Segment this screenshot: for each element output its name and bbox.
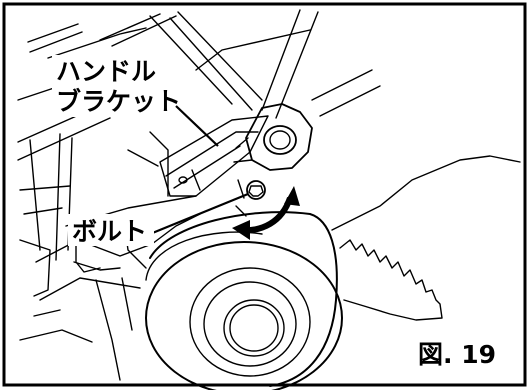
figure-border [2, 2, 527, 387]
label-bolt: ボルト [68, 214, 154, 246]
label-handle-bracket-line1: ハンドル [56, 57, 156, 86]
label-handle-bracket-line2: ブラケット [56, 87, 181, 116]
figure-number: 図. 19 [418, 340, 496, 369]
label-bolt-text: ボルト [72, 217, 147, 246]
rotation-arrow-icon [232, 186, 300, 240]
figure-caption: 図. 19 [412, 336, 508, 372]
label-handle-bracket: ハンドル ブラケット [52, 55, 181, 117]
leader-lines [149, 105, 249, 236]
